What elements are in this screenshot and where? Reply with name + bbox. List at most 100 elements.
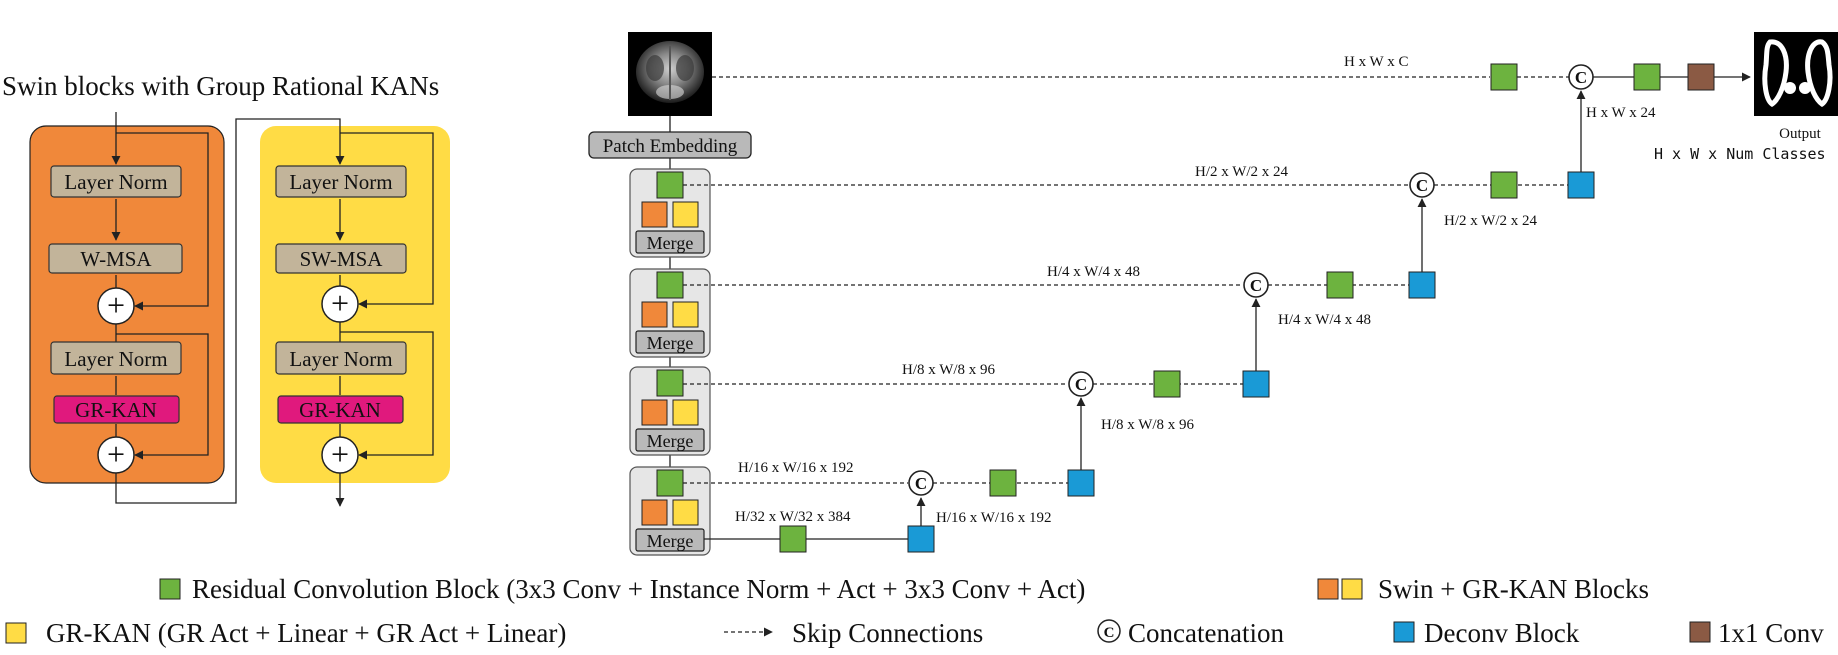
- legend-conv1x1-label: 1x1 Conv: [1718, 618, 1824, 648]
- patch-embedding-label: Patch Embedding: [603, 136, 738, 157]
- deconv-block: [1567, 171, 1595, 199]
- concat-symbol: C: [1075, 375, 1087, 394]
- legend-concat-symbol: C: [1104, 625, 1115, 641]
- residual-block: [1490, 63, 1518, 91]
- legend-swatch-swin-yellow: [1341, 578, 1363, 600]
- concat-symbol: C: [915, 474, 927, 493]
- concat-symbol: C: [1416, 176, 1428, 195]
- legend-swatch-residual: [159, 578, 181, 600]
- merge-box: [635, 330, 705, 354]
- residual-block: [656, 369, 684, 397]
- swin-block-yellow: [672, 399, 699, 426]
- block-connector: [115, 118, 345, 504]
- block2-internals: Layer Norm SW-MSA + Layer Norm GR-KAN +: [275, 132, 434, 507]
- swin-block-yellow: [672, 301, 699, 328]
- encoder-stage: Merge: [629, 268, 711, 358]
- swin-block-yellow: [672, 201, 699, 228]
- legend-swin-label: Swin + GR-KAN Blocks: [1378, 574, 1649, 604]
- merge-box: [635, 528, 705, 552]
- layer-norm-label: Layer Norm: [64, 347, 167, 371]
- conv1x1-block: [1687, 63, 1715, 91]
- residual-block: [1633, 63, 1661, 91]
- deconv-block: [1067, 469, 1095, 497]
- skip-label: H/32 x W/32 x 384: [735, 509, 851, 525]
- grkan-box: [277, 395, 404, 424]
- legend-deconv-label: Deconv Block: [1424, 618, 1580, 648]
- input-mri-image: [628, 32, 712, 116]
- residual-block: [656, 171, 684, 199]
- residual-block: [989, 469, 1017, 497]
- legend-residual-label: Residual Convolution Block (3x3 Conv + I…: [192, 574, 1085, 604]
- deconv-label: H/16 x W/16 x 192: [936, 510, 1052, 526]
- concat-symbol: C: [1575, 68, 1587, 87]
- merge-label: Merge: [647, 333, 694, 353]
- output-label: Output: [1779, 126, 1822, 142]
- legend: Residual Convolution Block (3x3 Conv + I…: [5, 574, 1824, 648]
- deconv-block: [1242, 370, 1270, 398]
- grkan-label: GR-KAN: [75, 398, 157, 422]
- plus-icon: +: [331, 436, 349, 472]
- layer-norm-label: Layer Norm: [289, 347, 392, 371]
- swin-block-orange: [641, 499, 668, 526]
- wmsa-box: [48, 243, 183, 274]
- swmsa-box: [275, 243, 407, 274]
- residual-block: [1326, 271, 1354, 299]
- plus-icon: +: [107, 287, 125, 323]
- output-shape-label: H x W x Num Classes: [1654, 145, 1826, 163]
- skip-label: H/8 x W/8 x 96: [902, 362, 996, 378]
- deconv-block: [907, 525, 935, 553]
- merge-label: Merge: [647, 531, 694, 551]
- left-panel-title: Swin blocks with Group Rational KANs: [2, 71, 439, 101]
- merge-box: [635, 428, 705, 452]
- residual-block: [1153, 370, 1181, 398]
- layer-norm-box: [50, 165, 182, 198]
- encoder-stage: Merge: [629, 366, 711, 456]
- deconv-label: H/2 x W/2 x 24: [1444, 213, 1538, 229]
- output-segmentation-image: [1754, 32, 1838, 116]
- merge-label: Merge: [647, 431, 694, 451]
- layer-norm-box: [275, 165, 407, 198]
- swmsa-label: SW-MSA: [300, 247, 384, 271]
- residual-block: [656, 469, 684, 497]
- merge-label: Merge: [647, 233, 694, 253]
- layer-norm-box: [275, 341, 407, 375]
- residual-block: [1490, 171, 1518, 199]
- deconv-block: [1408, 271, 1436, 299]
- legend-grkan-label: GR-KAN (GR Act + Linear + GR Act + Linea…: [46, 618, 566, 648]
- wmsa-label: W-MSA: [80, 247, 152, 271]
- legend-swatch-grkan: [5, 622, 27, 644]
- skip-label: H/4 x W/4 x 48: [1047, 264, 1140, 280]
- legend-swatch-swin-orange: [1317, 578, 1339, 600]
- residual-block: [656, 271, 684, 299]
- legend-concat-icon: [1097, 619, 1121, 643]
- grkan-label: GR-KAN: [299, 398, 381, 422]
- plus-icon: +: [107, 436, 125, 472]
- concat-symbol: C: [1250, 276, 1262, 295]
- deconv-label: H/8 x W/8 x 96: [1101, 417, 1195, 433]
- plus-icon: +: [331, 285, 349, 321]
- layer-norm-box: [50, 341, 182, 375]
- grkan-box: [53, 395, 180, 424]
- deconv-label: H/4 x W/4 x 48: [1278, 312, 1371, 328]
- layer-norm-label: Layer Norm: [64, 170, 167, 194]
- deconv-label: H x W x 24: [1586, 105, 1656, 121]
- encoder-stage: Merge: [629, 168, 711, 258]
- swin-block-orange: [641, 399, 668, 426]
- patch-embedding-box: [588, 131, 752, 159]
- decoder: H x W x C H/2 x W/2 x 24 H/4 x W/4 x 48 H/8…: [683, 54, 1751, 553]
- block1-internals: Layer Norm W-MSA + Layer Norm GR-KAN +: [48, 112, 209, 474]
- residual-block: [779, 525, 807, 553]
- swin-block-orange: [641, 201, 668, 228]
- merge-box: [635, 230, 705, 254]
- swin-block-orange: [641, 301, 668, 328]
- legend-skip-label: Skip Connections: [792, 618, 983, 648]
- swin-block-yellow: [672, 499, 699, 526]
- skip-label: H x W x C: [1344, 54, 1408, 70]
- encoder-stage: Merge: [629, 466, 711, 556]
- add-node: [321, 285, 359, 323]
- add-node: [321, 436, 359, 474]
- skip-label: H/16 x W/16 x 192: [738, 460, 854, 476]
- legend-concat-label: Concatenation: [1128, 618, 1284, 648]
